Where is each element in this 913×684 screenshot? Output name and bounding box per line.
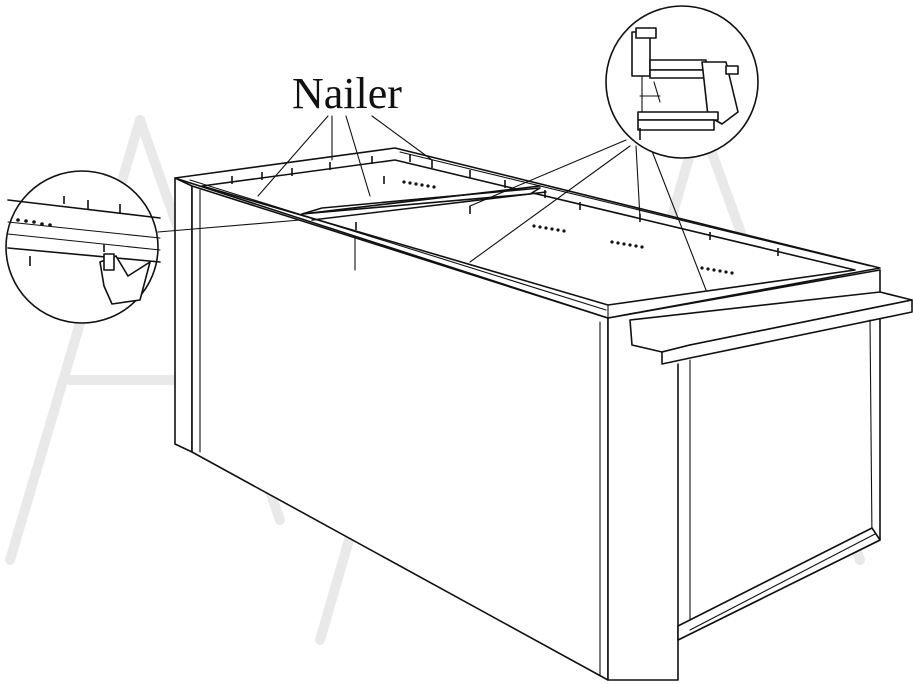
left-end-panel — [174, 177, 193, 453]
right-callout-circle — [605, 5, 759, 159]
counter-edge — [661, 299, 913, 365]
cabinet-body — [174, 147, 913, 681]
fastener-dots — [402, 180, 734, 275]
nailer-leader-lines — [257, 115, 433, 197]
nailer-callout: Nailer — [257, 69, 433, 197]
nailer-label: Nailer — [292, 69, 402, 118]
right-callout — [469, 5, 759, 291]
nail-gun-icon — [631, 27, 739, 140]
left-callout — [5, 170, 301, 324]
nail-gun-detail-icon — [7, 196, 161, 305]
